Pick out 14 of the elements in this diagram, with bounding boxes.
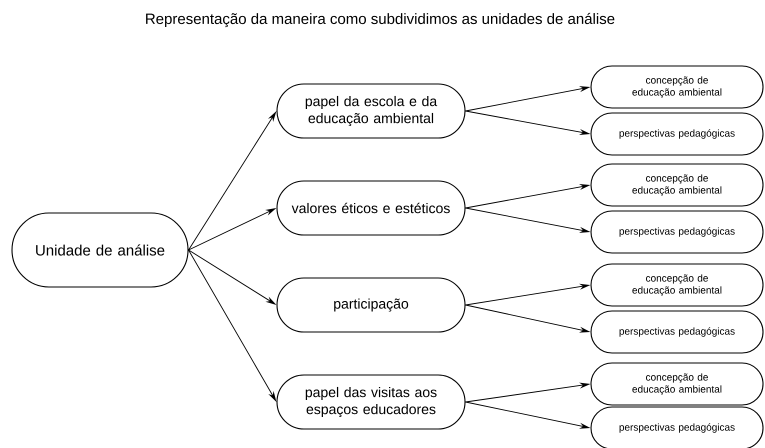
category-box: valores éticos e estéticos <box>276 180 466 236</box>
subcategory-box: perspectivas pedagógicas <box>590 210 764 254</box>
subcategory-box: concepção de educação ambiental <box>590 362 764 406</box>
subcategory-box: perspectivas pedagógicas <box>590 112 764 156</box>
subcategory-box: perspectivas pedagógicas <box>590 310 764 354</box>
category-box: papel da escola e da educação ambiental <box>276 83 466 139</box>
subcategory-box: concepção de educação ambiental <box>590 263 764 307</box>
category-box: participação <box>276 277 466 333</box>
root-box: Unidade de análise <box>11 212 189 288</box>
subcategory-box: perspectivas pedagógicas <box>590 406 764 448</box>
subcategory-box: concepção de educação ambiental <box>590 163 764 207</box>
category-box: papel das visitas aos espaços educadores <box>276 374 466 430</box>
title: Representação da maneira como subdividimos as unidades de análise <box>146 12 614 28</box>
subcategory-box: concepção de educação ambiental <box>590 65 764 109</box>
